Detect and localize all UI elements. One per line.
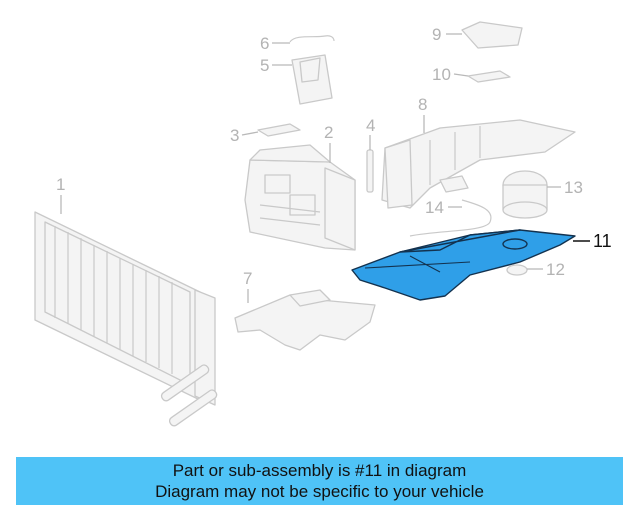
callout-13: 13	[564, 178, 583, 197]
callout-1: 1	[56, 175, 65, 194]
callout-7: 7	[243, 269, 252, 288]
banner-line-2: Diagram may not be specific to your vehi…	[155, 482, 484, 501]
part-10-gasket	[467, 70, 511, 83]
part-13-blower-motor	[502, 170, 548, 219]
part-4-rod	[366, 149, 374, 193]
part-5-duct	[291, 54, 333, 105]
part-14-resistor	[409, 175, 492, 237]
callout-3: 3	[230, 126, 239, 145]
part-6-hose	[289, 35, 335, 43]
part-1-heater-core	[34, 211, 218, 427]
part-11-highlighted-panel	[351, 229, 576, 301]
part-9-cover	[461, 21, 523, 49]
callout-10: 10	[432, 65, 451, 84]
part-3-seal	[257, 123, 301, 137]
banner-line-1: Part or sub-assembly is #11 in diagram	[172, 461, 467, 480]
callout-14: 14	[425, 198, 444, 217]
callout-9: 9	[432, 25, 441, 44]
part-7-floor-duct	[234, 289, 376, 351]
part-2-heater-case	[244, 144, 356, 251]
callout-4: 4	[366, 116, 375, 135]
info-banner: Part or sub-assembly is #11 in diagram D…	[16, 457, 623, 505]
callout-6: 6	[260, 34, 269, 53]
callout-11: 11	[593, 231, 612, 251]
part-12-grommet	[506, 264, 528, 276]
callout-12: 12	[546, 260, 565, 279]
parts-diagram: 1 2 3 4 5 6 7	[34, 21, 612, 427]
callout-5: 5	[260, 56, 269, 75]
part-8-blower-housing	[381, 119, 576, 209]
callout-2: 2	[324, 123, 333, 142]
callout-8: 8	[418, 95, 427, 114]
